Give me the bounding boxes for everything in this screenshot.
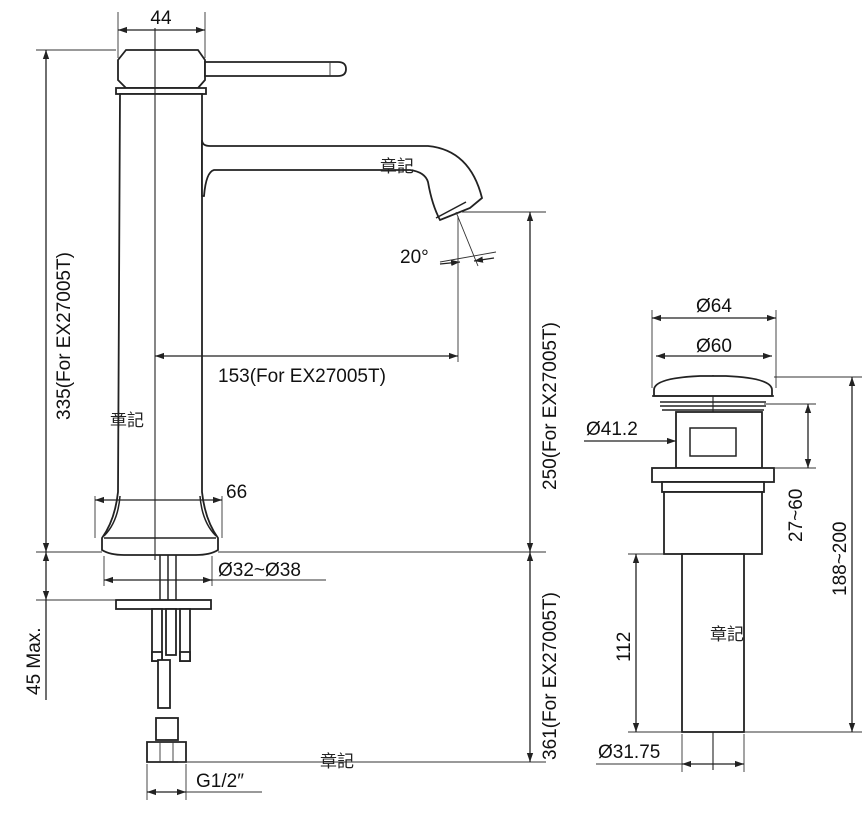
- mounting-hardware: [115, 555, 212, 763]
- dim-spout-angle: 20°: [400, 211, 497, 268]
- dim-drain-cap-outer: Ø64: [651, 296, 777, 388]
- dim-drain-cap-outer-label: Ø64: [696, 296, 732, 317]
- drain-tail-pipe: [681, 553, 745, 733]
- dim-spout-height: 250(For EX27005T): [218, 211, 561, 553]
- dim-top-width-label: 44: [150, 8, 172, 29]
- dim-drain-pipe-label: Ø31.75: [598, 742, 660, 763]
- dim-inlet-thread-label: G1/2″: [196, 771, 244, 792]
- dim-drain-cap-inner: Ø60: [656, 336, 772, 360]
- dim-top-width: 44: [117, 8, 206, 58]
- dim-drain-cap-inner-label: Ø60: [696, 336, 732, 357]
- drain-flange: [651, 467, 775, 483]
- dim-hole-diameter-label: Ø32~Ø38: [218, 560, 301, 581]
- faucet-drawing: [101, 28, 484, 763]
- spout: [201, 139, 484, 222]
- dim-drain-clamp: 27~60: [764, 403, 816, 542]
- dim-drain-body: Ø41.2: [584, 419, 676, 445]
- drain-body: [675, 411, 763, 469]
- drain-drawing: [651, 375, 775, 770]
- dim-drain-tail: 112: [614, 553, 682, 733]
- watermark: 章記: [380, 157, 414, 177]
- dim-base-width-label: 66: [226, 482, 247, 503]
- dim-base-width: 66: [94, 482, 247, 538]
- drain-threaded-section: [663, 491, 763, 555]
- dim-inlet-thread: G1/2″: [146, 764, 262, 800]
- dim-drain-body-label: Ø41.2: [586, 419, 638, 440]
- faucet-body: [101, 93, 219, 556]
- watermark: 章記: [110, 411, 144, 431]
- dim-spout-height-label: 250(For EX27005T): [540, 322, 561, 490]
- dim-drain-clamp-label: 27~60: [786, 489, 807, 542]
- dim-drain-total: 188~200: [744, 376, 862, 733]
- watermark: 章記: [710, 625, 744, 645]
- dim-spout-angle-label: 20°: [400, 247, 429, 268]
- hex-nut: [146, 741, 187, 763]
- handle-cap: [117, 49, 206, 89]
- drain-cap: [653, 375, 773, 397]
- dim-total-height-label: 335(For EX27005T): [54, 252, 75, 420]
- dim-spout-reach-label: 153(For EX27005T): [218, 366, 386, 387]
- lever-handle: [204, 61, 347, 77]
- dim-hole-diameter: Ø32~Ø38: [103, 556, 326, 586]
- dim-body-length-label: 361(For EX27005T): [540, 592, 561, 760]
- dim-body-length: 361(For EX27005T): [178, 552, 561, 763]
- dim-drain-tail-label: 112: [614, 632, 635, 662]
- dim-drain-pipe: Ø31.75: [596, 734, 745, 772]
- dim-total-height: 335(For EX27005T): [36, 49, 116, 553]
- dim-deck-max: 45 Max.: [24, 552, 116, 700]
- dim-drain-total-label: 188~200: [830, 522, 851, 597]
- watermark: 章記: [320, 752, 354, 772]
- dim-deck-max-label: 45 Max.: [24, 627, 45, 695]
- dim-spout-reach: 153(For EX27005T): [155, 216, 459, 387]
